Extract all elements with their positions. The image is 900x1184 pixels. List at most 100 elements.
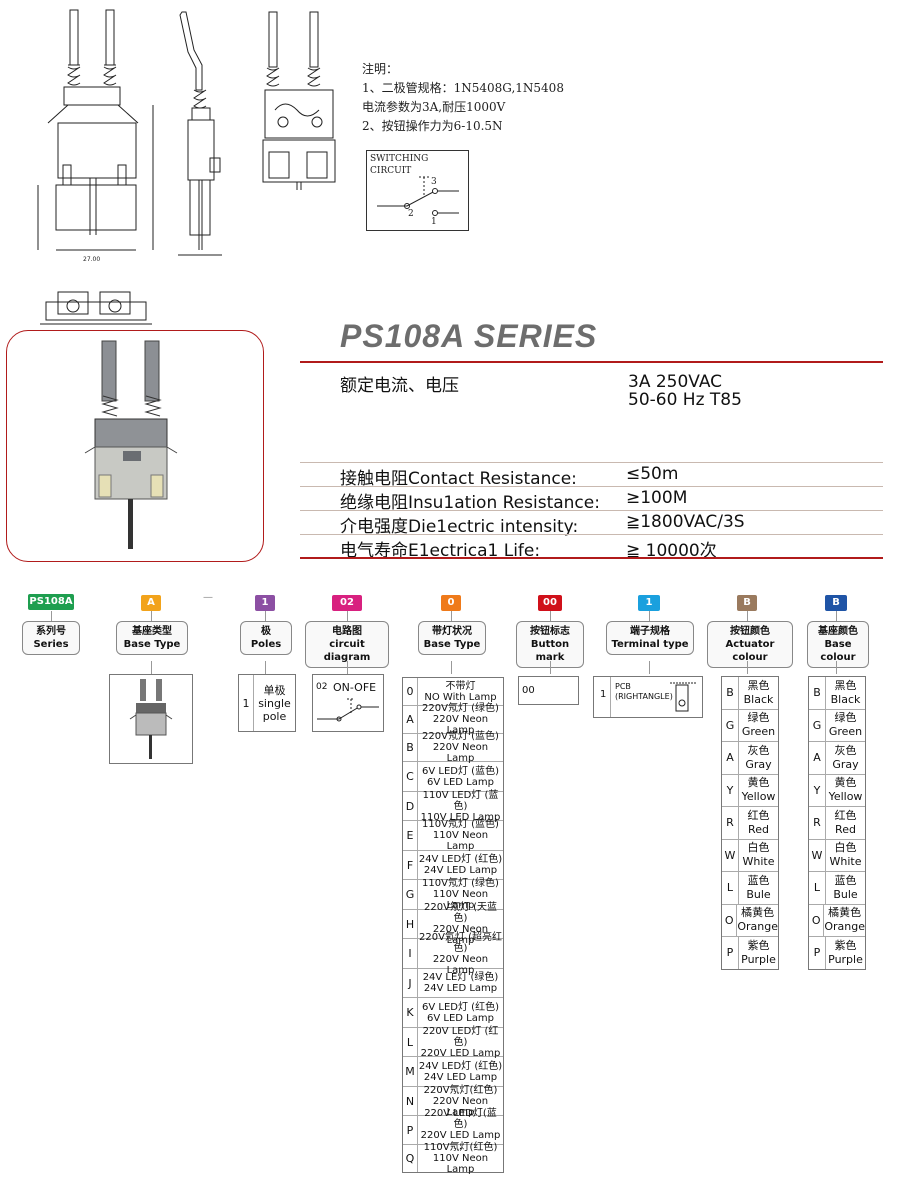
spec-value-life: ≧ 10000次 bbox=[626, 541, 717, 561]
connector-line bbox=[51, 611, 52, 621]
product-photo bbox=[84, 340, 178, 549]
connector-line bbox=[649, 661, 650, 674]
colour-en: Green bbox=[741, 725, 776, 739]
technical-drawing-back bbox=[262, 11, 336, 190]
code-actuator-colour: B bbox=[737, 595, 757, 611]
colour-key: A bbox=[809, 742, 826, 774]
colour-cn: 橘黄色 bbox=[741, 906, 775, 920]
product-photo-frame bbox=[6, 330, 264, 562]
base-type-image bbox=[129, 679, 173, 759]
colour-en: Green bbox=[828, 725, 863, 739]
lamp-key: C bbox=[403, 762, 418, 791]
lamp-en: 24V LED Lamp bbox=[423, 983, 498, 994]
colour-key: B bbox=[809, 677, 826, 709]
colour-en: Black bbox=[830, 692, 861, 706]
colour-cn: 灰色 bbox=[747, 743, 770, 757]
colour-key: A bbox=[722, 742, 739, 774]
circuit-diagram-icon bbox=[317, 698, 379, 722]
colour-key: W bbox=[722, 839, 739, 871]
pin-label-2: 2 bbox=[408, 209, 414, 219]
lamp-desc: 110V LED灯 (蓝色)110V LED Lamp bbox=[418, 790, 503, 823]
lamp-desc: 220V氖灯(红色)220V Neon Lamp bbox=[418, 1085, 503, 1118]
spec-value-dielectric: ≧1800VAC/3S bbox=[626, 512, 745, 532]
lamp-desc: 220V氖灯 (超亮红色)220V Neon Lamp bbox=[418, 932, 503, 976]
poles-key: 1 bbox=[239, 675, 254, 731]
code-circuit: 02 bbox=[332, 595, 362, 611]
spec-value-rated-1: 3A 250VAC bbox=[628, 372, 723, 392]
code-series: PS108A bbox=[28, 594, 74, 610]
lamp-desc: 220V氖灯 (天蓝色)220V Neon Lamp bbox=[418, 902, 503, 946]
connector-line bbox=[451, 611, 452, 621]
terminal-table: 1 PCB (RIGHTANGLE) bbox=[593, 676, 703, 718]
connector-line bbox=[836, 611, 837, 621]
lamp-en: 220V Neon Lamp bbox=[432, 924, 489, 946]
lamp-cn: 220V氖灯 (天蓝色) bbox=[423, 902, 497, 924]
lamp-key: M bbox=[403, 1057, 418, 1086]
lamp-en: 110V Neon Lamp bbox=[432, 1153, 489, 1175]
lamp-key: B bbox=[403, 734, 418, 761]
lamp-key: I bbox=[403, 939, 418, 968]
colour-cn: 白色 bbox=[747, 841, 770, 855]
connector-line bbox=[265, 611, 266, 621]
notes-line: 2、按钮操作力为6-10.5N bbox=[362, 119, 503, 133]
spec-value-contact: ≤50m bbox=[626, 464, 679, 484]
circuit-label: ON-OFE bbox=[333, 681, 377, 694]
lamp-en: NO With Lamp bbox=[424, 691, 497, 703]
colour-key: O bbox=[809, 904, 825, 936]
colour-key: P bbox=[722, 937, 739, 969]
spec-bottom-line bbox=[300, 557, 883, 559]
colour-en: Bule bbox=[746, 887, 771, 901]
lamp-desc: 6V LED灯 (蓝色)6V LED Lamp bbox=[418, 762, 503, 791]
colour-key: R bbox=[809, 807, 826, 839]
terminal-key: 1 bbox=[600, 689, 607, 700]
colour-key: R bbox=[722, 807, 739, 839]
lamp-key: Q bbox=[403, 1145, 418, 1172]
circuit-table: 02 ON-OFE bbox=[312, 674, 384, 732]
lamp-desc: 220V LED灯 (红色)220V LED Lamp bbox=[418, 1025, 503, 1059]
colour-key: W bbox=[809, 839, 826, 871]
lamp-key: D bbox=[403, 792, 418, 820]
lamp-key: E bbox=[403, 821, 418, 850]
header-en: Actuator colour bbox=[725, 639, 775, 663]
lamp-desc: 110V氖灯(红色)110V Neon Lamp bbox=[418, 1142, 503, 1175]
connector-line bbox=[151, 611, 152, 621]
base-type-image-cell bbox=[109, 674, 193, 764]
button-mark-key: 00 bbox=[522, 685, 535, 696]
lamp-en: 220V Neon Lamp bbox=[432, 714, 489, 736]
connector-line bbox=[747, 661, 748, 674]
spec-divider bbox=[300, 462, 883, 463]
colour-key: P bbox=[809, 937, 826, 969]
svg-text:27.00: 27.00 bbox=[83, 256, 100, 263]
colour-en: Gray bbox=[745, 757, 772, 771]
colour-key: L bbox=[809, 872, 826, 904]
colour-cn: 橘黄色 bbox=[828, 906, 862, 920]
colour-key: B bbox=[722, 677, 739, 709]
lamp-cn: 220V LED灯 (红色) bbox=[422, 1025, 499, 1048]
lamp-en: 24V LED Lamp bbox=[423, 865, 498, 876]
